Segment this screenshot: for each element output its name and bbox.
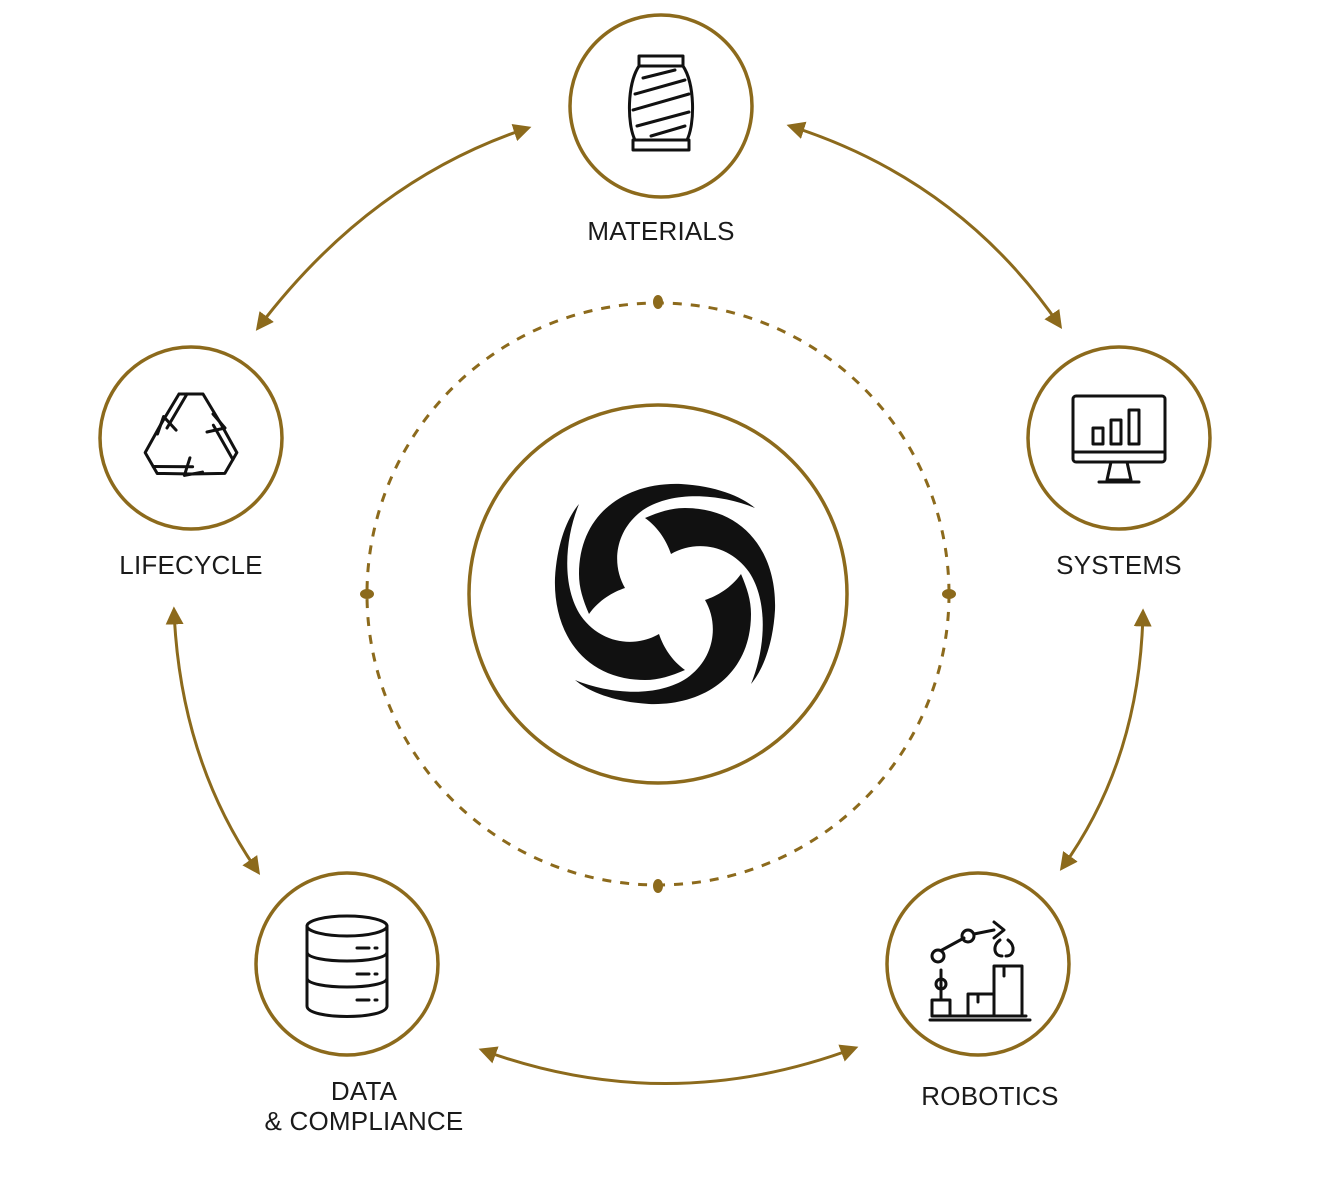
materials-label: MATERIALS: [587, 216, 735, 246]
robot-arm-icon: [928, 920, 1032, 1022]
orbit-marker-top: [653, 295, 663, 309]
robotics-label: ROBOTICS: [921, 1081, 1059, 1111]
lifecycle-label: LIFECYCLE: [119, 550, 263, 580]
lifecycle-ring: [98, 345, 284, 531]
arrow-data-lifecycle: [165, 606, 261, 875]
robotics-ring: [885, 871, 1071, 1057]
swirl-logo-icon: [554, 483, 776, 705]
orbit-marker-right: [942, 589, 956, 599]
arrow-lifecycle-materials: [255, 123, 532, 331]
data-label-line1: DATA: [330, 1076, 398, 1106]
materials-ring: [568, 13, 754, 199]
thread-spool-icon: [627, 54, 695, 152]
data-compliance-label: DATA & COMPLIANCE: [265, 1076, 464, 1136]
database-icon: [305, 914, 389, 1018]
monitor-chart-icon: [1071, 394, 1167, 484]
data-label-line2: & COMPLIANCE: [264, 1106, 464, 1136]
systems-label: SYSTEMS: [1056, 550, 1182, 580]
arrow-materials-systems: [786, 121, 1063, 329]
arrow-robotics-data: [478, 1044, 859, 1085]
arrow-systems-robotics: [1059, 608, 1152, 871]
recycle-icon: [132, 392, 248, 494]
orbit-marker-left: [360, 589, 374, 599]
orbit-marker-bottom: [653, 879, 663, 893]
systems-ring: [1026, 345, 1212, 531]
data-ring: [254, 871, 440, 1057]
